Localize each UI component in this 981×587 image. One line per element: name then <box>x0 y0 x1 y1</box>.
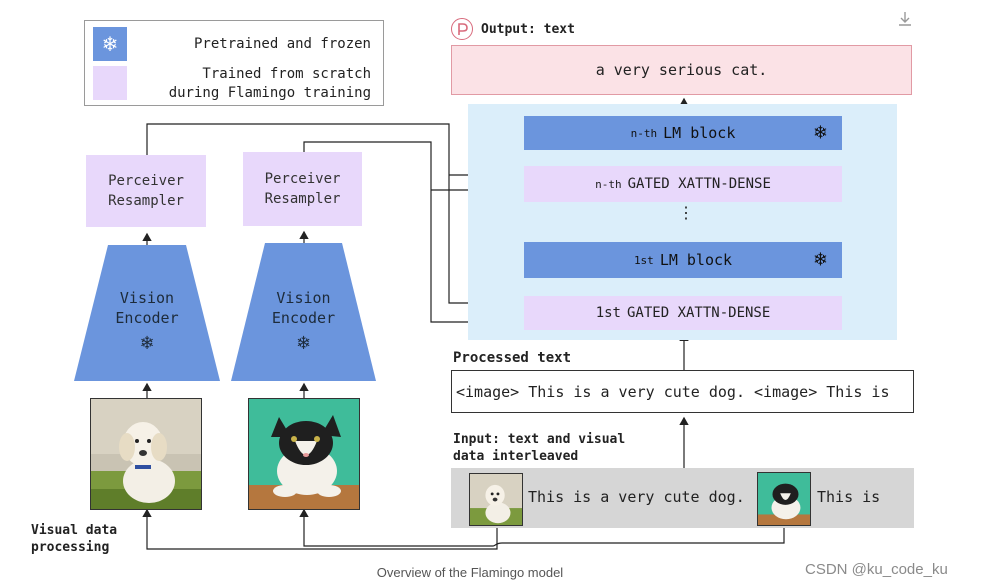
figure-caption: Overview of the Flamingo model <box>376 565 564 580</box>
legend-trained-swatch <box>93 66 127 100</box>
processed-text-box: <image> This is a very cute dog. <image>… <box>451 370 914 413</box>
interleaved-input: This is a very cute dog. This is <box>451 468 914 528</box>
resampler-1-line2: Resampler <box>108 193 184 209</box>
input-label-line2: data interleaved <box>453 449 579 464</box>
perceiver-resampler-1: Perceiver Resampler <box>86 155 206 227</box>
snowflake-icon: ❄ <box>812 122 828 144</box>
vision-encoder-1: Vision Encoder ❄ <box>74 288 220 354</box>
resampler-1-line1: Perceiver <box>108 173 184 189</box>
first-xattn-label: GATED XATTN-DENSE <box>627 305 771 321</box>
input-text-2: This is <box>817 488 881 506</box>
snowflake-icon: ❄ <box>812 249 828 271</box>
nth-xattn-label: GATED XATTN-DENSE <box>627 176 771 192</box>
legend: ❄ Pretrained and frozen Trained from scr… <box>84 20 384 106</box>
cat-image <box>248 398 360 510</box>
output-text: a very serious cat. <box>595 61 768 79</box>
processed-text: <image> This is a very cute dog. <image>… <box>456 382 890 401</box>
first-xattn-prefix: 1st <box>595 305 621 321</box>
first-gated-xattn-dense: 1st GATED XATTN-DENSE <box>524 296 842 330</box>
processed-text-label: Processed text <box>453 350 572 366</box>
input-label: Input: text and visual data interleaved <box>453 431 625 465</box>
encoder-2-line1: Vision <box>276 289 331 307</box>
visual-processing-label: Visual data processing <box>31 522 117 556</box>
nth-lm-label: LM block <box>663 124 736 142</box>
nth-lm-block: n-th LM block ❄ <box>524 116 842 150</box>
encoder-2-line2: Encoder <box>271 309 336 327</box>
resampler-2-line1: Perceiver <box>264 171 341 187</box>
encoder-1-line1: Vision <box>119 289 175 307</box>
input-text-1: This is a very cute dog. <box>528 488 745 506</box>
snowflake-icon: ❄ <box>139 333 155 354</box>
legend-trained-label: Trained from scratch during Flamingo tra… <box>121 65 371 103</box>
visual-processing-line2: processing <box>31 540 110 555</box>
resampler-2-line2: Resampler <box>264 191 341 207</box>
vision-encoder-2: Vision Encoder ❄ <box>231 288 376 354</box>
input-cat-thumbnail <box>757 472 811 526</box>
legend-trained-line1: Trained from scratch <box>202 66 371 82</box>
snowflake-icon: ❄ <box>101 32 119 56</box>
vision-encoder-2-shape <box>231 243 376 381</box>
watermark: CSDN @ku_code_ku <box>805 561 948 578</box>
first-lm-prefix: 1st <box>633 253 654 267</box>
first-lm-block: 1st LM block ❄ <box>524 242 842 278</box>
visual-processing-line1: Visual data <box>31 523 118 538</box>
vision-encoder-1-shape <box>74 245 220 381</box>
download-icon[interactable] <box>896 10 914 28</box>
dog-image <box>90 398 202 510</box>
nth-xattn-prefix: n-th <box>595 177 622 191</box>
snowflake-icon: ❄ <box>295 333 312 354</box>
first-lm-label: LM block <box>659 251 733 269</box>
input-label-line1: Input: text and visual <box>453 432 626 447</box>
legend-frozen-swatch: ❄ <box>93 27 127 61</box>
legend-trained-line2: during Flamingo training <box>168 85 371 101</box>
nth-gated-xattn-dense: n-th GATED XATTN-DENSE <box>524 166 842 202</box>
output-label: Output: text <box>481 22 575 37</box>
perceiver-resampler-2: Perceiver Resampler <box>243 152 362 226</box>
legend-frozen-label: Pretrained and frozen <box>193 36 371 52</box>
output-badge-icon <box>451 18 473 40</box>
layer-ellipsis: ⋮ <box>678 203 694 222</box>
input-dog-thumbnail <box>469 473 523 526</box>
encoder-1-line2: Encoder <box>115 309 179 327</box>
nth-lm-prefix: n-th <box>630 126 658 140</box>
output-text-box: a very serious cat. <box>451 45 912 95</box>
